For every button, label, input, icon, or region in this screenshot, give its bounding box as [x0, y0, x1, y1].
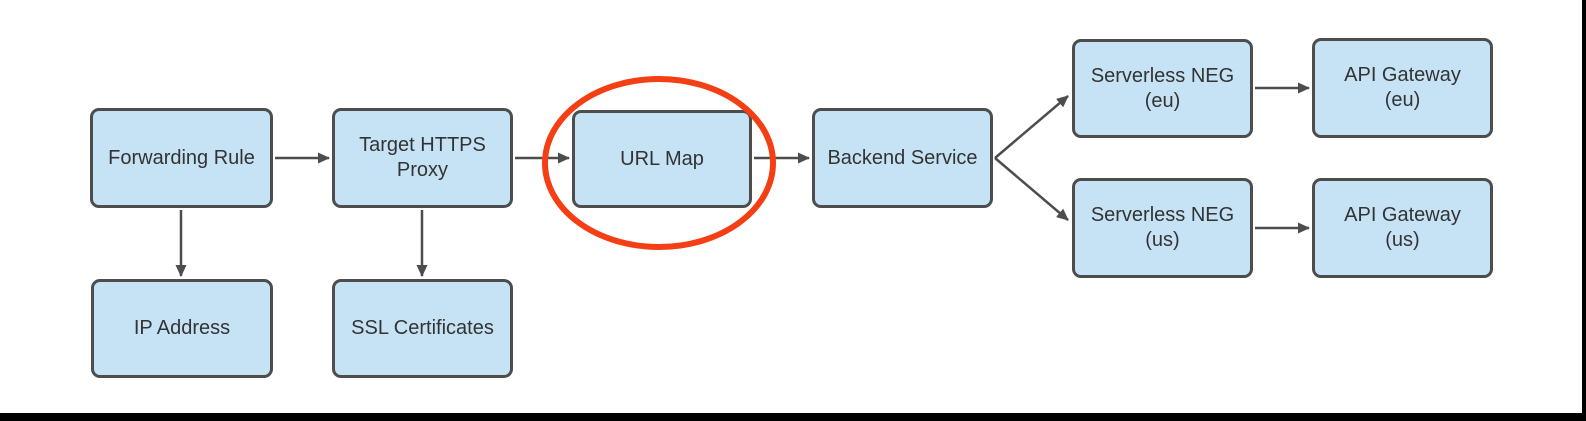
node-forwarding-rule-label: Forwarding Rule [108, 146, 255, 169]
node-api-gateway-eu-label: API Gateway (eu) [1344, 64, 1461, 111]
node-serverless-neg-eu-label: Serverless NEG (eu) [1090, 64, 1235, 112]
node-target-https-proxy-label: Target HTTPS Proxy [359, 134, 486, 181]
node-ssl-certificates: SSL Certificates [332, 279, 513, 378]
node-api-gateway-eu: API Gateway (eu) [1312, 38, 1493, 138]
node-backend-service: Backend Service [812, 108, 993, 208]
node-serverless-neg-us-label: Serverless NEG (us) [1090, 204, 1235, 251]
node-ip-address-label: IP Address [133, 317, 231, 339]
frame-right-edge [1582, 0, 1586, 421]
node-serverless-neg-eu: Serverless NEG (eu) [1072, 39, 1253, 138]
node-serverless-neg-us: Serverless NEG (us) [1072, 178, 1253, 278]
node-target-https-proxy: Target HTTPS Proxy [332, 108, 513, 208]
node-url-map-label: URL Map [620, 147, 704, 170]
node-backend-service-label: Backend Service [827, 146, 978, 169]
frame-bottom-edge [0, 413, 1586, 421]
node-ip-address: IP Address [91, 279, 273, 378]
node-ssl-certificates-label: SSL Certificates [351, 317, 494, 339]
edge-backend-service-to-serverless-neg-eu [994, 95, 1069, 159]
node-forwarding-rule: Forwarding Rule [90, 108, 273, 208]
node-api-gateway-us-label: API Gateway (us) [1344, 204, 1461, 251]
node-url-map: URL Map [572, 110, 752, 208]
edge-backend-service-to-serverless-neg-us [994, 157, 1069, 221]
node-api-gateway-us: API Gateway (us) [1312, 178, 1493, 278]
